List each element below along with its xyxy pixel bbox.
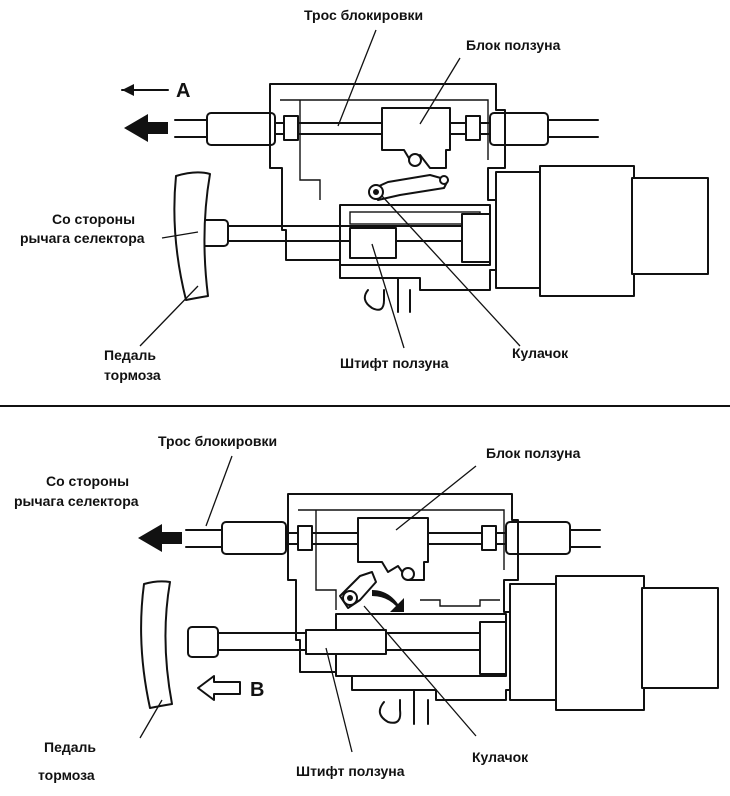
top-selector-side-line2: рычага селектора <box>20 230 145 246</box>
top-cam-label: Кулачок <box>512 345 569 361</box>
bottom-cam <box>339 571 404 612</box>
bottom-lock-cable-label: Трос блокировки <box>158 433 277 449</box>
bottom-brake-pedal <box>140 580 173 709</box>
bottom-cam-label: Кулачок <box>472 749 529 765</box>
top-solenoid <box>495 165 709 297</box>
right-cable-sleeve <box>489 112 549 146</box>
top-selector-side-line1: Со стороны <box>52 211 135 227</box>
bold-arrow-left-icon <box>124 114 168 142</box>
bottom-lock-housing <box>287 493 519 701</box>
bottom-hook <box>378 689 429 725</box>
hollow-arrow-b-icon <box>197 675 241 701</box>
lock-housing <box>269 83 506 291</box>
top-diagram: A <box>20 7 709 383</box>
bottom-right-cable-sleeve <box>505 521 571 555</box>
bottom-selector-side-line2: рычага селектора <box>14 493 139 509</box>
top-slider-pin-rod <box>197 213 491 263</box>
bottom-slider-block-label: Блок ползуна <box>486 445 581 461</box>
bottom-selector-side-line1: Со стороны <box>46 473 129 489</box>
top-slider-pin-label: Штифт ползуна <box>340 355 449 371</box>
slider-block <box>381 107 451 169</box>
top-brake-pedal <box>173 171 211 301</box>
bottom-slider-pin-label: Штифт ползуна <box>296 763 405 779</box>
bottom-left-cable-sleeve <box>221 521 287 555</box>
bottom-brake-pedal-line2: тормоза <box>38 767 95 783</box>
bottom-solenoid <box>509 575 719 711</box>
bottom-brake-pedal-line1: Педаль <box>44 739 96 755</box>
top-lock-cable-label: Трос блокировки <box>304 7 423 23</box>
bottom-slider-block <box>357 517 429 581</box>
cam <box>368 174 449 201</box>
top-hook <box>363 277 411 313</box>
arrow-b-label: B <box>250 679 264 701</box>
top-slider-block-label: Блок ползуна <box>466 37 561 53</box>
arrow-a-icon <box>121 84 169 96</box>
bottom-diagram: B Трос блокировки Блок ползуна Со сторон… <box>14 433 719 783</box>
top-brake-pedal-line2: тормоза <box>104 367 161 383</box>
bottom-slider-pin-rod <box>187 621 507 675</box>
top-brake-pedal-line1: Педаль <box>104 347 156 363</box>
bold-arrow-left-icon <box>138 524 182 552</box>
arrow-a-label: A <box>176 80 190 102</box>
left-cable-sleeve <box>206 112 276 146</box>
